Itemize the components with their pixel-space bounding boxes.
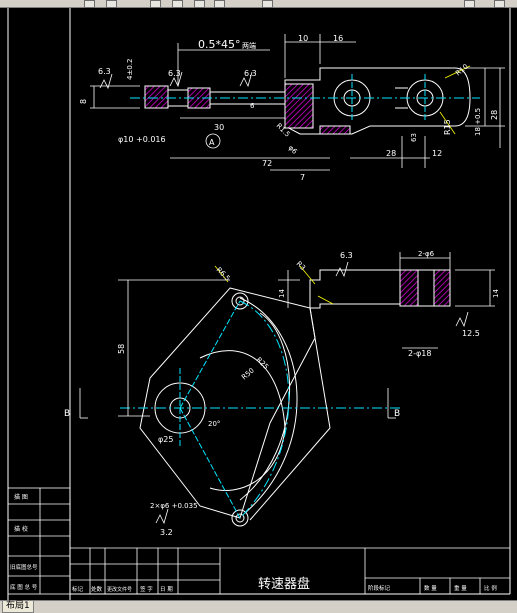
toolbar bbox=[0, 0, 517, 8]
dim-63: 63 bbox=[410, 133, 418, 142]
dim-58: 58 bbox=[117, 344, 126, 354]
dim-72: 72 bbox=[262, 159, 272, 168]
dim-6: 6 bbox=[250, 102, 255, 110]
left-cell-0: 描 图 bbox=[14, 493, 28, 501]
top-view-dimensions bbox=[90, 34, 505, 171]
dim-R15: R15 bbox=[443, 119, 452, 135]
pan-icon[interactable] bbox=[194, 0, 205, 8]
save-icon[interactable] bbox=[84, 0, 95, 8]
roughness-4: 6.3 bbox=[244, 69, 257, 78]
roughness-3: 6.3 bbox=[168, 69, 181, 78]
hatch-hub-bottom bbox=[319, 125, 351, 135]
right-label-1: 数 量 bbox=[424, 584, 437, 592]
dim-R3: R3 bbox=[295, 260, 307, 272]
zoom-icon[interactable] bbox=[214, 0, 225, 8]
sign-label-3: 签 字 bbox=[140, 585, 153, 593]
title-block-text: 描 图 描 校 旧底图总号 底 图 总 号 标记 处数 更改文件号 签 字 日 … bbox=[10, 493, 497, 593]
dim-14b: 14 bbox=[492, 289, 500, 298]
dim-phi6: φ6 bbox=[287, 144, 299, 156]
dim-7: 7 bbox=[300, 173, 305, 182]
drawing-name: 转速器盘 bbox=[258, 576, 310, 592]
sign-label-0: 标记 bbox=[72, 585, 84, 593]
layout-tab-bar: 布局1 bbox=[0, 600, 517, 613]
dim-28a: 28 bbox=[490, 110, 499, 120]
dim-28b: 28 bbox=[386, 149, 396, 158]
section-label-B-right: B bbox=[394, 409, 400, 419]
cad-drawing-canvas[interactable]: 0.5*45° 两端 6.3 4±0.2 6.3 6.3 8 6 30 φ10 … bbox=[0, 8, 517, 600]
hatch-front-left bbox=[399, 269, 419, 307]
chamfer-suffix: 两端 bbox=[242, 41, 256, 50]
dim-phi25: φ25 bbox=[158, 435, 173, 444]
layout-tab[interactable]: 布局1 bbox=[2, 601, 34, 613]
front-view bbox=[120, 269, 451, 527]
hatch-hub bbox=[284, 83, 314, 129]
datum-A: A bbox=[209, 138, 215, 147]
dim-phi10: φ10 +0.016 bbox=[118, 135, 166, 144]
roughness-3-2: 3.2 bbox=[160, 528, 173, 537]
properties-icon[interactable] bbox=[464, 0, 475, 8]
right-label-0: 阶段标记 bbox=[368, 584, 391, 592]
dim-8: 8 bbox=[79, 99, 88, 104]
dim-30: 30 bbox=[214, 123, 224, 132]
dim-20deg: 20° bbox=[208, 420, 220, 428]
redo-icon[interactable] bbox=[172, 0, 183, 8]
dim-2x-phi6: 2×φ6 +0.035 bbox=[150, 502, 198, 510]
front-view-dimensions bbox=[79, 252, 495, 525]
roughness-left: 6.3 bbox=[98, 67, 111, 76]
layer-icon[interactable] bbox=[262, 0, 273, 8]
left-cell-1: 描 校 bbox=[14, 525, 28, 533]
dim-18: 18 +0.5 bbox=[474, 108, 482, 136]
dim-2-phi6: 2-φ6 bbox=[418, 250, 435, 258]
undo-icon[interactable] bbox=[150, 0, 161, 8]
title-block-lines bbox=[7, 487, 510, 595]
section-label-B-left: B bbox=[64, 409, 70, 419]
right-label-3: 比 例 bbox=[484, 584, 497, 592]
print-icon[interactable] bbox=[106, 0, 117, 8]
dim-16: 16 bbox=[333, 34, 343, 43]
roughness-6-3-front: 6.3 bbox=[340, 251, 353, 260]
dim-14: 14 bbox=[278, 289, 286, 298]
dim-2-phi18: 2-φ18 bbox=[408, 349, 431, 358]
chamfer-label: 0.5*45° bbox=[198, 38, 241, 51]
hatch-left-boss bbox=[144, 85, 169, 109]
right-label-2: 重 量 bbox=[454, 584, 467, 592]
dim-10: 10 bbox=[298, 34, 308, 43]
dim-R10: R10 bbox=[454, 63, 470, 78]
close-icon[interactable] bbox=[494, 0, 505, 8]
dim-4: 4±0.2 bbox=[126, 59, 134, 80]
top-view bbox=[130, 67, 480, 135]
sign-label-2: 更改文件号 bbox=[107, 586, 132, 593]
hatch-front-right bbox=[433, 269, 451, 307]
dim-12: 12 bbox=[432, 149, 442, 158]
sign-label-1: 处数 bbox=[91, 585, 103, 593]
sign-label-4: 日 期 bbox=[160, 586, 173, 593]
dim-R25: R25 bbox=[255, 356, 270, 371]
roughness-12-5: 12.5 bbox=[462, 329, 480, 338]
dim-R50: R50 bbox=[240, 367, 256, 382]
left-cell-3: 底 图 总 号 bbox=[10, 583, 38, 591]
left-cell-2: 旧底图总号 bbox=[10, 563, 38, 571]
